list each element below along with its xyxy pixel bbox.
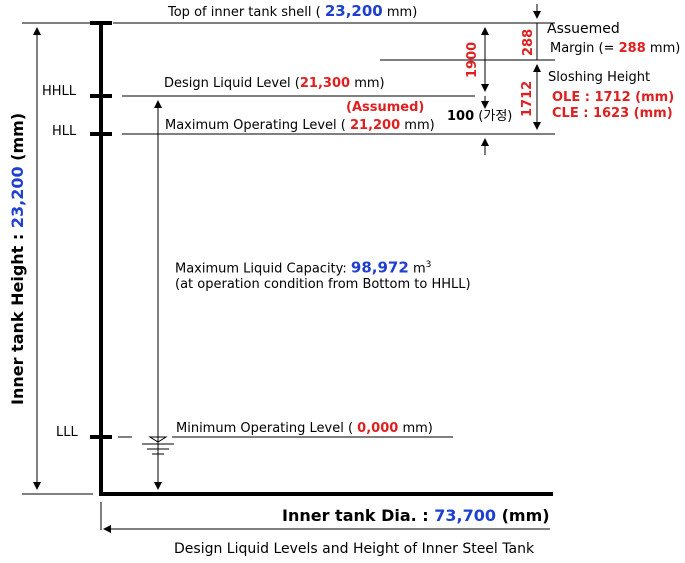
dim-1900-label: 1900 — [465, 41, 480, 78]
assumed-margin-title: Assuemed — [547, 21, 620, 37]
min-operating-prefix: Minimum Operating Level ( — [176, 421, 354, 436]
height-suffix: (mm) — [8, 112, 27, 167]
margin-suffix: mm) — [645, 41, 681, 56]
capacity-note: (at operation condition from Bottom to H… — [175, 277, 471, 292]
diagram-caption: Design Liquid Levels and Height of Inner… — [174, 541, 535, 557]
capacity-prefix: Maximum Liquid Capacity: — [175, 261, 347, 277]
dim-288-label: 288 — [521, 28, 536, 56]
capacity-unit-sup: 3 — [425, 260, 432, 270]
margin-value: 288 — [618, 41, 646, 56]
capacity-label: Maximum Liquid Capacity: 98,972 m3 — [175, 258, 432, 277]
dia-prefix: Inner tank Dia. : — [282, 506, 435, 525]
design-level-prefix: Design Liquid Level ( — [164, 76, 300, 91]
capacity-value: 98,972 — [350, 258, 409, 277]
dia-suffix: (mm) — [496, 506, 550, 525]
capacity-unit: m — [412, 261, 426, 277]
top-shell-value: 23,200 — [324, 2, 383, 20]
inner-tank-dia-label: Inner tank Dia. : 73,700 (mm) — [282, 507, 550, 525]
sloshing-cle: CLE : 1623 (mm) — [552, 106, 673, 121]
margin-prefix: Margin (= — [550, 41, 619, 56]
sloshing-ole: OLE : 1712 (mm) — [552, 90, 675, 105]
top-shell-suffix: mm) — [386, 5, 418, 20]
lll-tag: LLL — [56, 425, 78, 440]
top-shell-label: Top of inner tank shell ( 23,200 mm) — [168, 2, 418, 21]
inner-tank-height-label: Inner tank Height : 23,200 (mm) — [8, 113, 27, 405]
height-value: 23,200 — [8, 166, 27, 229]
assumed-note: (Assumed) — [346, 100, 425, 115]
top-shell-prefix: Top of inner tank shell ( — [168, 5, 321, 20]
dim-100-label: 100 (가정) — [447, 109, 512, 124]
assumed-margin-label: Margin (= 288 mm) — [550, 41, 680, 56]
design-level-suffix: mm) — [354, 76, 385, 91]
hhll-tag: HHLL — [42, 84, 77, 99]
dia-value: 73,700 — [434, 506, 497, 525]
height-prefix: Inner tank Height : — [8, 228, 27, 405]
dim-1712-label: 1712 — [520, 80, 535, 117]
min-operating-suffix: mm) — [402, 421, 433, 436]
design-level-value: 21,300 — [299, 76, 351, 91]
dim-100-note: (가정) — [478, 109, 513, 124]
max-operating-prefix: Maximum Operating Level ( — [165, 118, 346, 133]
sloshing-title: Sloshing Height — [548, 70, 651, 85]
hll-tag: HLL — [52, 124, 77, 139]
dim-100-value: 100 — [447, 109, 475, 124]
max-operating-label: Maximum Operating Level ( 21,200 mm) — [165, 118, 435, 133]
min-operating-value: 0,000 — [357, 421, 399, 436]
min-operating-label: Minimum Operating Level ( 0,000 mm) — [176, 421, 433, 436]
max-operating-suffix: mm) — [404, 118, 435, 133]
max-operating-value: 21,200 — [349, 118, 401, 133]
liquid-surface-symbol — [142, 436, 174, 455]
design-level-label: Design Liquid Level (21,300 mm) — [164, 76, 385, 91]
